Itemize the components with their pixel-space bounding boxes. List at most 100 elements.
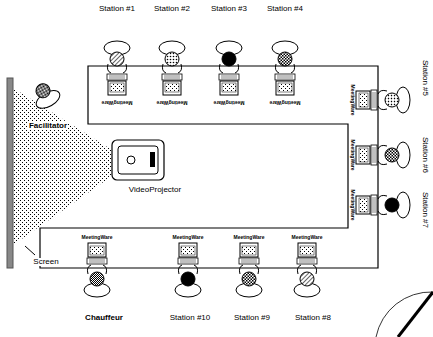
keyboard	[219, 74, 239, 80]
person-arms	[378, 145, 387, 164]
person-arms	[162, 64, 181, 73]
station-figure	[175, 243, 201, 297]
person-arms	[219, 64, 238, 73]
screen	[7, 78, 13, 268]
station-figure	[236, 243, 262, 297]
station-label: Station #10	[170, 314, 210, 322]
monitor	[108, 81, 126, 95]
monitor	[356, 146, 370, 164]
person-arms	[239, 265, 258, 274]
person-head	[278, 52, 292, 66]
station-label: Station #2	[154, 5, 190, 13]
person-head	[222, 52, 236, 66]
software-label: MeetingWare	[214, 100, 245, 105]
monitor-screen	[278, 83, 292, 92]
keys	[89, 260, 105, 262]
software-label: MeetingWare	[157, 100, 188, 105]
monitor-screen	[359, 148, 368, 162]
software-label: MeetingWare	[350, 190, 355, 221]
station-figure	[272, 41, 298, 95]
keys	[180, 260, 196, 262]
station-figure	[159, 41, 185, 95]
keyboard	[297, 258, 317, 264]
person-arms	[297, 265, 316, 274]
person-head	[385, 148, 399, 162]
keys	[277, 76, 293, 78]
monitor-screen	[90, 246, 104, 255]
station-label: Screen	[32, 258, 59, 266]
station-figure	[294, 243, 320, 297]
software-label: MeetingWare	[102, 100, 133, 105]
software-label: MeetingWare	[350, 85, 355, 116]
station-label: Station #1	[99, 5, 135, 13]
keys	[164, 76, 180, 78]
station-label: Facilitator	[28, 122, 68, 130]
keyboard	[239, 258, 259, 264]
keys	[373, 147, 375, 163]
leader-line	[25, 246, 35, 255]
monitor	[88, 243, 106, 257]
keys	[299, 260, 315, 262]
door	[376, 292, 433, 337]
person-arms	[378, 90, 387, 109]
keys	[241, 260, 257, 262]
station-figure	[216, 41, 242, 95]
station-label: VideoProjector	[128, 186, 182, 194]
station-label: Station #8	[295, 314, 331, 322]
keys	[373, 92, 375, 108]
person-arms	[87, 265, 106, 274]
keys	[373, 197, 375, 213]
person-head	[385, 198, 399, 212]
keyboard	[107, 74, 127, 80]
u-table	[40, 66, 378, 268]
person-arms	[378, 195, 387, 214]
keyboard	[275, 74, 295, 80]
monitor-screen	[242, 246, 256, 255]
monitor	[276, 81, 294, 95]
person-head	[242, 272, 256, 286]
monitor	[240, 243, 258, 257]
video-projector	[112, 140, 164, 180]
monitor-screen	[359, 93, 368, 107]
monitor-screen	[110, 83, 124, 92]
station-label: Station #4	[267, 5, 303, 13]
software-label: MeetingWare	[173, 235, 204, 240]
monitor	[179, 243, 197, 257]
station-label: Chauffeur	[85, 314, 123, 322]
station-label: Station #3	[211, 5, 247, 13]
person-arms	[107, 64, 126, 73]
station-figure	[356, 87, 410, 113]
monitor-screen	[359, 198, 368, 212]
software-label: MeetingWare	[270, 100, 301, 105]
person-head	[300, 272, 314, 286]
software-label: MeetingWare	[234, 235, 265, 240]
station-figure	[84, 243, 110, 297]
monitor-screen	[222, 83, 236, 92]
keyboard	[87, 258, 107, 264]
software-label: MeetingWare	[82, 235, 113, 240]
keyboard	[178, 258, 198, 264]
software-label: MeetingWare	[292, 235, 323, 240]
station-label: Station #7	[421, 192, 429, 228]
station-label: Station #9	[234, 314, 270, 322]
person-head	[385, 93, 399, 107]
monitor-screen	[181, 246, 195, 255]
monitor-screen	[300, 246, 314, 255]
person-head	[110, 52, 124, 66]
keys	[109, 76, 125, 78]
monitor	[163, 81, 181, 95]
monitor	[298, 243, 316, 257]
person-arms	[275, 64, 294, 73]
station-label: Station #6	[421, 137, 429, 173]
station-label: Station #5	[421, 60, 429, 96]
keyboard	[371, 145, 377, 165]
station-figure	[356, 142, 410, 168]
monitor	[356, 196, 370, 214]
person-arms	[178, 265, 197, 274]
keyboard	[162, 74, 182, 80]
keyboard	[371, 90, 377, 110]
person-head	[165, 52, 179, 66]
monitor-screen	[165, 83, 179, 92]
monitor	[220, 81, 238, 95]
